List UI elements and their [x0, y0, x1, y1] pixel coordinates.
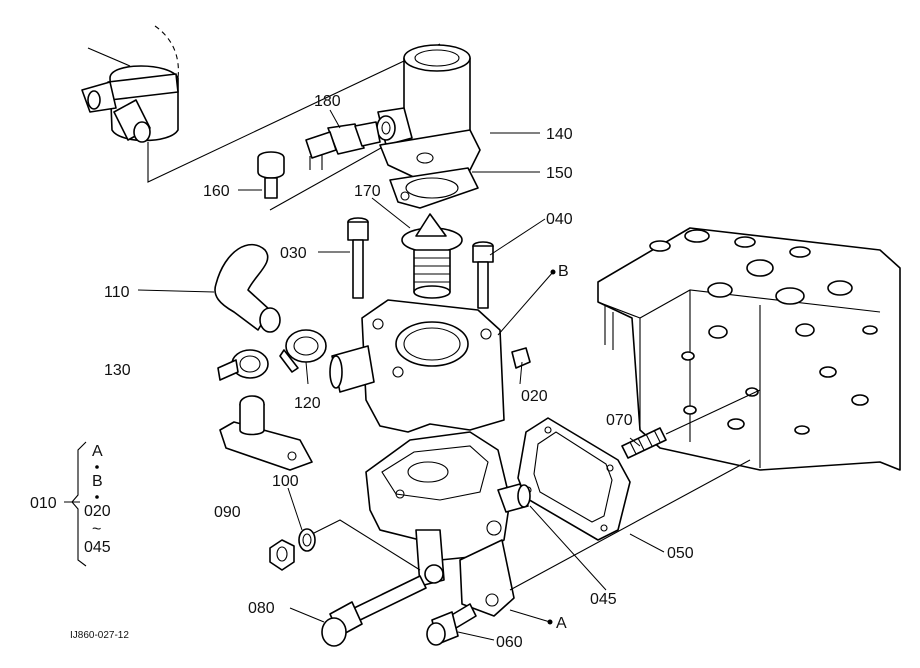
water-outlet-pipe — [376, 44, 481, 181]
nut-090 — [269, 539, 295, 571]
hose-clip-130 — [217, 349, 269, 381]
legend-dot — [95, 465, 99, 469]
cylinder-head — [597, 227, 901, 471]
group-outline-lower — [307, 519, 421, 571]
callout-080: 080 — [248, 600, 275, 617]
callout-170: 170 — [354, 183, 381, 200]
callout-020: 020 — [521, 388, 548, 405]
legend-bracket — [71, 441, 87, 567]
bolt-060 — [426, 603, 477, 646]
legend-group: 010 A B 020 ~ 045 — [30, 441, 111, 567]
legend-group-number: 010 — [30, 495, 57, 512]
outlet-gasket — [389, 167, 479, 209]
bolt-040 — [472, 241, 494, 309]
legend-item-020: 020 — [84, 503, 111, 520]
callout-110: 110 — [104, 284, 130, 301]
temperature-sensor — [305, 121, 381, 170]
legend-item-b: B — [92, 473, 103, 490]
bolt-030 — [347, 217, 369, 299]
reference-dot-b — [550, 269, 556, 275]
bolt-080 — [321, 575, 427, 647]
callout-labels: 180 140 150 160 170 040 030 110 B 130 12… — [104, 93, 694, 651]
callout-180: 180 — [314, 93, 341, 110]
callout-a: A — [556, 615, 567, 632]
bypass-flange — [219, 395, 313, 471]
bolt-160 — [257, 151, 285, 199]
callout-050: 050 — [667, 545, 694, 562]
callout-120: 120 — [294, 395, 321, 412]
gasket-050 — [517, 417, 631, 541]
hose-clip-120 — [279, 329, 327, 373]
callout-090: 090 — [214, 504, 241, 521]
callout-160: 160 — [203, 183, 230, 200]
callout-030: 030 — [280, 245, 307, 262]
legend-range-mark: ~ — [92, 521, 101, 538]
callout-130: 130 — [104, 362, 131, 379]
washer-100 — [298, 528, 316, 552]
callout-b: B — [558, 263, 569, 280]
water-pump-housing — [365, 431, 531, 617]
legend-dot — [95, 495, 99, 499]
bypass-hose — [214, 243, 281, 333]
reference-dot-a — [547, 619, 553, 625]
plug-020 — [511, 347, 531, 369]
legend-item-a: A — [92, 443, 103, 460]
callout-040: 040 — [546, 211, 573, 228]
group-outline-a — [509, 459, 751, 591]
stud-070 — [621, 389, 761, 459]
callout-150: 150 — [546, 165, 573, 182]
figure-code: IJ860-027-12 — [70, 630, 129, 641]
callout-070: 070 — [606, 412, 633, 429]
callout-140: 140 — [546, 126, 573, 143]
callout-060: 060 — [496, 634, 523, 651]
thermostat-housing — [329, 299, 505, 433]
thermostat — [401, 213, 463, 299]
leader-lines — [137, 109, 665, 641]
callout-100: 100 — [272, 473, 299, 490]
group-outline-upper — [147, 43, 441, 183]
upper-hose-assembly — [81, 25, 179, 143]
callout-045: 045 — [590, 591, 617, 608]
legend-item-045: 045 — [84, 539, 111, 556]
